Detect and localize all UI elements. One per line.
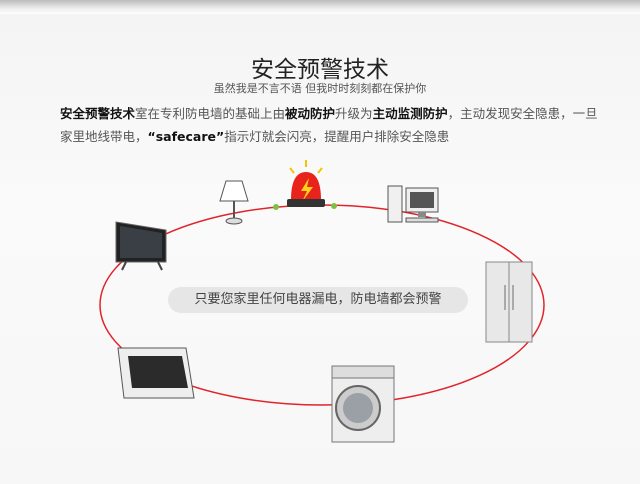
refrigerator-icon	[485, 261, 533, 343]
alarm-light-icon	[287, 160, 325, 207]
desc-text: 升级为	[335, 106, 373, 121]
range-hood-icon	[117, 347, 195, 399]
page-title: 安全预警技术	[251, 57, 389, 83]
node-dot	[331, 203, 337, 209]
warning-callout: 只要您家里任何电器漏电，防电墙都会预警	[168, 287, 468, 313]
lamp-icon	[219, 180, 249, 225]
desc-bold: 被动防护	[285, 106, 336, 121]
top-shadow	[0, 0, 640, 14]
node-dot	[273, 204, 279, 210]
desc-bold: “safecare”	[147, 129, 225, 144]
page-subtitle: 虽然我是不言不语 但我时时刻刻都在保护你	[213, 82, 427, 95]
description: 安全预警技术室在专利防电墙的基础上由被动防护升级为主动监测防护，主动发现安全隐患…	[60, 102, 600, 148]
washing-machine-icon	[331, 365, 395, 443]
computer-icon	[387, 185, 439, 223]
desc-bold: 安全预警技术	[60, 106, 136, 121]
tv-icon	[115, 221, 167, 271]
desc-text: ，主动发现安全隐患，一旦家里地线带电，	[60, 106, 598, 144]
desc-text: 室在专利防电墙的基础上由	[135, 106, 286, 121]
desc-text: 指示灯就会闪亮，提醒用户排除安全隐患	[224, 129, 450, 144]
desc-bold: 主动监测防护	[372, 106, 448, 121]
